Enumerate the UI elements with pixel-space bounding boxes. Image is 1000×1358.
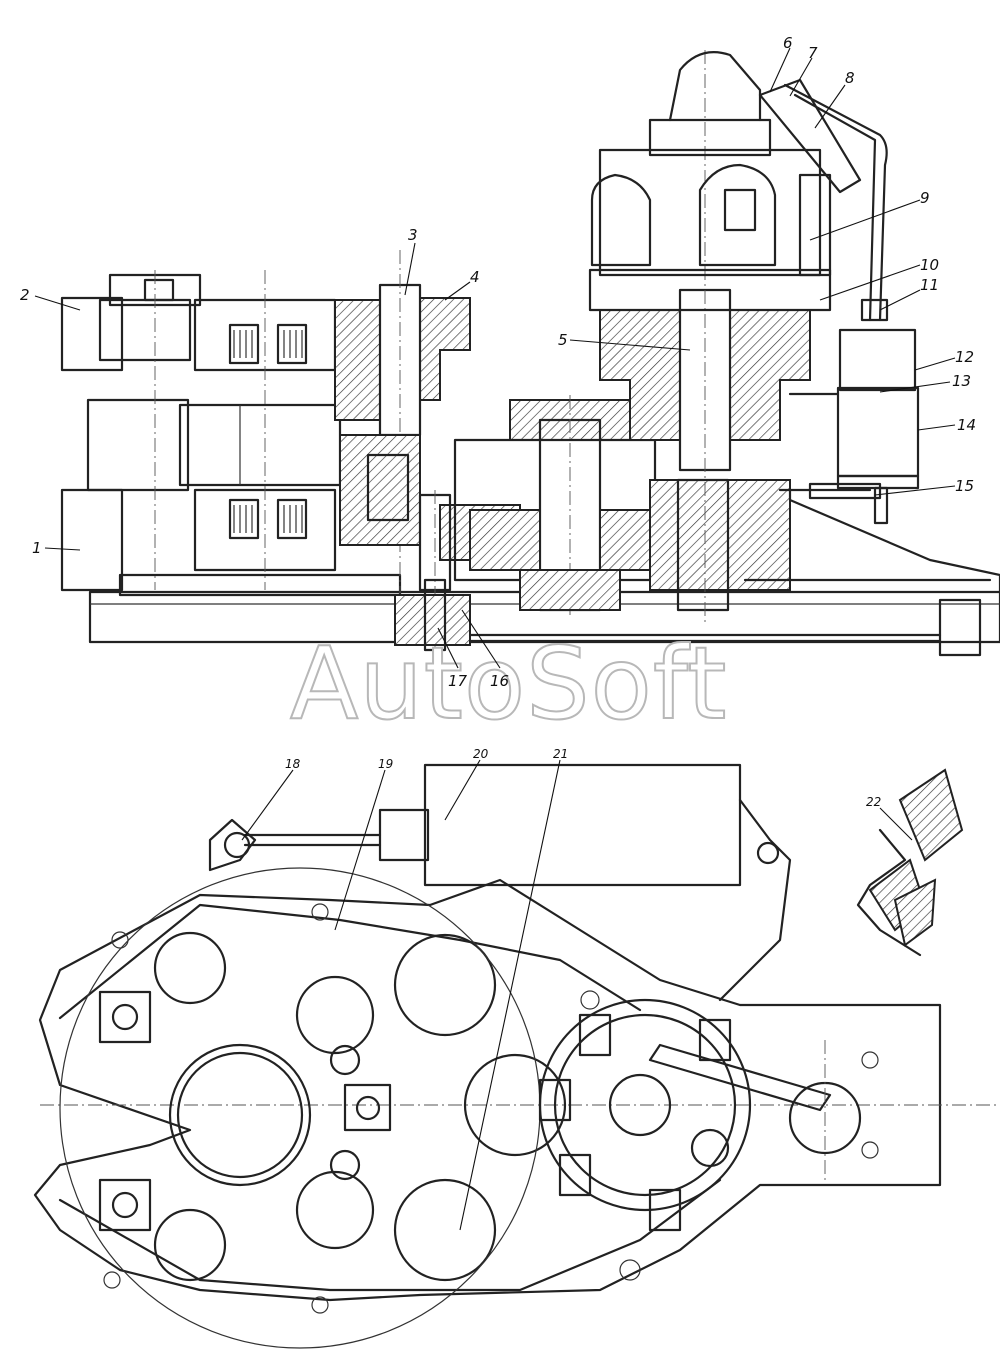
plan-view [33,763,1000,1349]
callout-20: 20 [473,747,489,761]
callout-14: 14 [957,416,976,434]
callout-8: 8 [845,69,855,87]
callout-4: 4 [470,268,480,286]
callout-5: 5 [558,331,568,349]
callout-15: 15 [955,477,974,495]
roller-bearing-upper [228,323,308,365]
callout-18: 18 [285,757,301,771]
callout-leaders [34,47,956,1231]
callout-17: 17 [448,672,468,690]
callout-13: 13 [952,372,971,390]
callout-7: 7 [808,44,818,62]
callout-10: 10 [920,256,939,274]
callout-22: 22 [866,795,881,809]
callout-6: 6 [783,34,793,52]
callout-2: 2 [20,286,30,304]
roller-bearing-lower [228,498,308,540]
callout-11: 11 [920,276,939,294]
callout-12: 12 [955,348,974,366]
detail-view-22 [856,768,964,957]
callout-labels: 1 2 3 4 5 6 7 8 9 10 11 12 13 14 15 16 1… [20,34,976,809]
callout-9: 9 [920,189,930,207]
callout-19: 19 [378,757,393,771]
callout-3: 3 [408,226,418,244]
callout-21: 21 [553,747,568,761]
callout-16: 16 [490,672,509,690]
watermark-text: AutoSoft [290,625,728,742]
callout-1: 1 [32,539,42,557]
sectional-elevation-view [60,50,1000,657]
